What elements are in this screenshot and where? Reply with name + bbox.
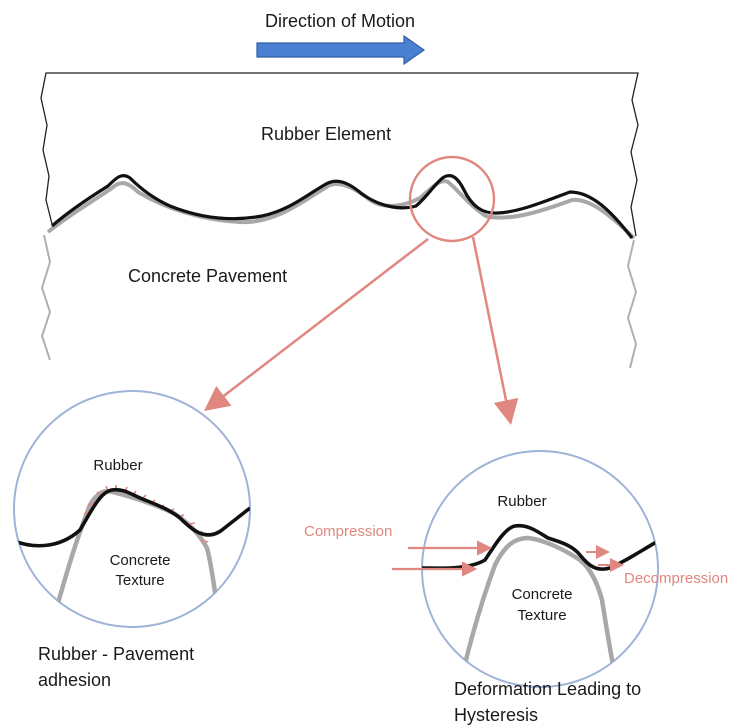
pavement-label: Concrete Pavement [128,266,287,286]
right-texture-label-1: Concrete [512,586,573,603]
right-rubber-label: Rubber [497,493,546,510]
rubber-element-label: Rubber Element [261,124,391,144]
rubber-surface [50,173,634,239]
zoom-arrow-right [471,236,519,425]
direction-arrow [256,34,426,66]
compression-label: Compression [304,523,392,540]
zoom-circle-right [421,450,659,688]
rubber-boundary-left [14,487,250,548]
rubber-boundary-right [422,523,658,571]
right-caption-1: Deformation Leading to [454,679,641,699]
highlight-circle [408,155,496,243]
zoom-circle-left [13,390,251,628]
right-caption-2: Hysteresis [454,705,538,725]
pavement-right-edge [626,239,638,369]
pavement-left-edge [40,234,52,361]
left-caption-1: Rubber - Pavement [38,644,194,664]
left-texture-label-1: Concrete [110,552,171,569]
decompression-label: Decompression [624,570,728,587]
right-texture-label-2: Texture [517,607,566,624]
pavement-surface [46,179,636,240]
left-rubber-label: Rubber [93,457,142,474]
left-caption-2: adhesion [38,670,111,690]
concrete-texture-right [461,535,617,671]
left-texture-label-2: Texture [115,572,164,589]
concrete-texture-left [53,489,223,619]
zoom-arrow-left [204,238,429,412]
rubber-element-outline [40,72,639,237]
motion-label: Direction of Motion [265,11,415,31]
